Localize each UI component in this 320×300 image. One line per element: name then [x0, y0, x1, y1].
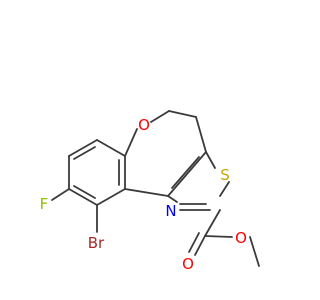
- bond-n-c9b: [167, 195, 178, 203]
- atom-label-sulfur: S: [220, 166, 230, 184]
- bond-c8-c9: [68, 188, 98, 206]
- atom-label-layer: F Br O S N O O: [40, 116, 247, 273]
- atom-label-ester-oxygen: O: [235, 229, 247, 247]
- bond-c3a-s: [205, 151, 216, 169]
- atom-label-f: F: [40, 195, 49, 213]
- bond-c6-c7-inner: [73, 146, 96, 160]
- bond-ccarbonyl-oester: [204, 235, 233, 238]
- bond-ch2-c3a: [195, 116, 207, 153]
- bond-c6-c7: [68, 139, 98, 157]
- bond-s-c2: [219, 181, 230, 197]
- bond-c3a-c9b-inner: [171, 156, 200, 189]
- bond-o-ch2: [150, 110, 170, 123]
- molecule-structure-diagram: F Br O S N O O: [40, 110, 260, 273]
- bond-c5a-c6: [96, 139, 126, 157]
- bond-ccarbonyl-ocarbonyl: [194, 235, 206, 256]
- bond-c9a-c9b: [124, 188, 169, 197]
- bond-c3a-c9b: [167, 151, 207, 197]
- bond-ch2-ch2: [168, 110, 197, 118]
- bond-c2-ccarbonyl: [204, 209, 221, 237]
- bond-layer: [51, 110, 260, 267]
- bond-c8-c9-inner: [73, 185, 96, 199]
- atom-label-ring-oxygen: O: [138, 116, 150, 134]
- bond-c5a-o: [124, 128, 138, 157]
- atom-label-carbonyl-oxygen: O: [182, 255, 194, 273]
- atom-label-nitrogen: N: [165, 202, 176, 220]
- bond-oester-ch3: [249, 236, 260, 267]
- atom-label-br: Br: [88, 234, 105, 252]
- bond-c9-c9a: [96, 188, 126, 206]
- bond-ccarbonyl-ocarbonyl-inner: [188, 232, 200, 253]
- bond-c8-f: [51, 188, 70, 201]
